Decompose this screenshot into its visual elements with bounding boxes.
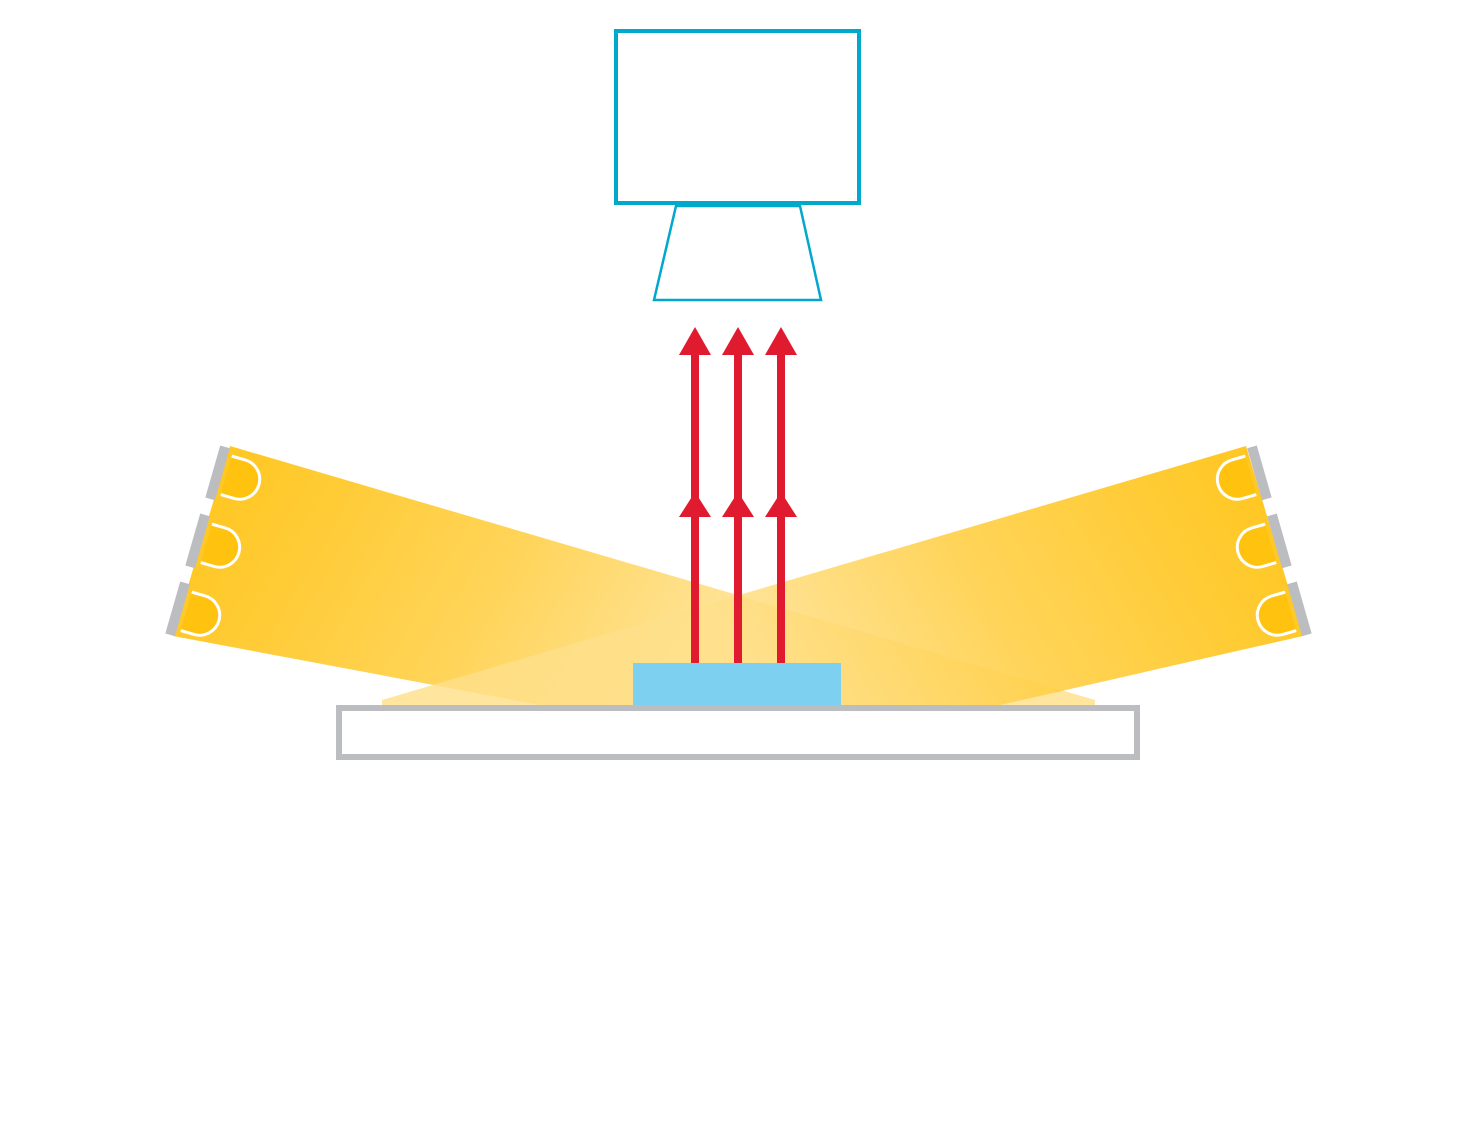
reflected-rays — [679, 327, 797, 663]
camera-lens — [652, 204, 823, 302]
led-icon — [1235, 513, 1292, 569]
camera-body — [614, 29, 861, 205]
stage-platform — [336, 705, 1140, 760]
inspected-object — [633, 663, 841, 705]
led-icon — [185, 513, 242, 569]
ray-arrow-icon — [765, 327, 797, 663]
led-icon — [1215, 445, 1272, 501]
right-led-array — [1215, 445, 1312, 637]
left-led-array — [165, 445, 262, 637]
led-icon — [1255, 581, 1312, 637]
ray-arrow-icon — [722, 327, 754, 663]
ray-arrow-icon — [679, 327, 711, 663]
right-light-beam — [382, 446, 1303, 705]
led-icon — [205, 445, 262, 501]
led-icon — [165, 581, 222, 637]
